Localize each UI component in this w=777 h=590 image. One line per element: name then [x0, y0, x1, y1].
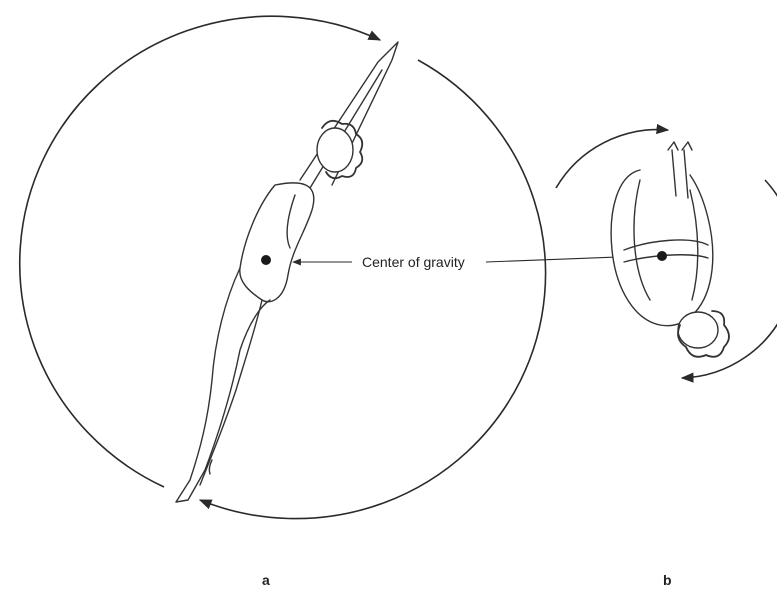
center-of-gravity-label: Center of gravity [362, 254, 465, 270]
panel-b [556, 130, 777, 378]
center-of-gravity-dot-b [657, 251, 667, 261]
diver-tuck-figure [611, 142, 729, 357]
center-label-group: Center of gravity [293, 254, 643, 270]
rotation-circle-a [20, 16, 380, 487]
diver-layout-figure [176, 42, 398, 502]
panel-a [20, 16, 546, 518]
panel-b-label: b [663, 572, 672, 588]
panel-a-label: a [262, 572, 270, 588]
center-of-gravity-dot-a [261, 255, 271, 265]
